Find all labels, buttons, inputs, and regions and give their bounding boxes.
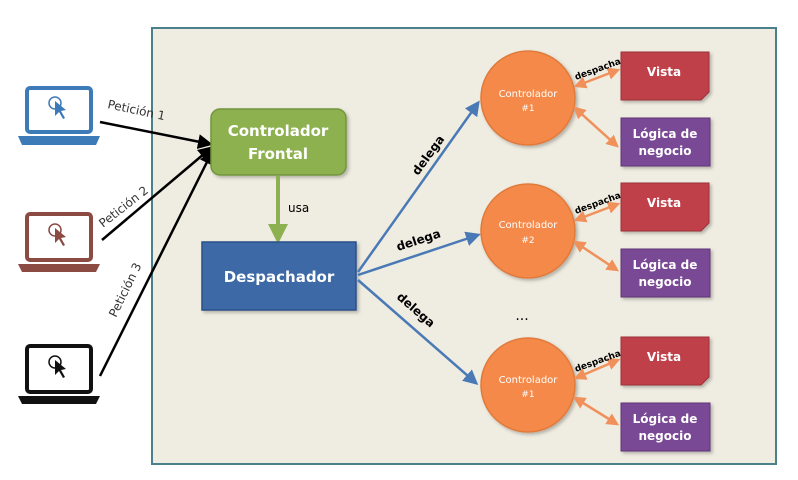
front-controller-label-line1: Controlador bbox=[228, 122, 329, 140]
controller-3-circle bbox=[480, 337, 576, 433]
delegate-arrow-1 bbox=[356, 100, 480, 273]
view-box-3 bbox=[620, 336, 710, 386]
logic-box-2 bbox=[620, 248, 711, 298]
request-arrow-1 bbox=[99, 120, 213, 150]
logic-label-2-line1: Lógica de bbox=[633, 258, 698, 272]
controller-2-label-line1: Controlador bbox=[499, 220, 559, 231]
view-label-1: Vista bbox=[647, 65, 681, 79]
view-box-2 bbox=[620, 182, 710, 232]
dispatch-arrow-3 bbox=[573, 358, 621, 380]
logic-label-3-line1: Lógica de bbox=[633, 412, 698, 426]
logic-label-3-line2: negocio bbox=[639, 429, 692, 443]
logic-arrow-1 bbox=[573, 106, 619, 148]
dispatch-arrow-1 bbox=[573, 67, 621, 89]
request-label-3: Petición 3 bbox=[106, 261, 144, 320]
logic-label-1-line2: negocio bbox=[639, 144, 692, 158]
laptop-icon-2 bbox=[18, 212, 100, 272]
controller-3-label-line1: Controlador bbox=[499, 375, 559, 386]
controller-1-circle bbox=[480, 50, 576, 146]
dispatcher-box bbox=[201, 241, 357, 311]
delegate-arrow-2 bbox=[357, 231, 481, 277]
view-label-2: Vista bbox=[647, 196, 681, 210]
dispatch-arrow-2 bbox=[573, 201, 621, 223]
more-controllers-ellipsis: ... bbox=[515, 308, 528, 324]
controller-1-label-line1: Controlador bbox=[499, 89, 559, 100]
dispatcher-label: Despachador bbox=[224, 268, 335, 286]
controller-3-label-line2: #1 bbox=[521, 390, 534, 400]
laptop-icon-3 bbox=[18, 344, 100, 404]
view-box-1 bbox=[620, 51, 710, 101]
logic-arrow-2 bbox=[572, 240, 620, 272]
logic-box-1 bbox=[620, 117, 711, 167]
controller-1-label-line2: #1 bbox=[521, 104, 534, 114]
logic-box-3 bbox=[620, 402, 711, 452]
logic-label-1-line1: Lógica de bbox=[633, 127, 698, 141]
view-label-3: Vista bbox=[647, 350, 681, 364]
uses-label: usa bbox=[288, 201, 309, 215]
front-controller-box bbox=[210, 108, 347, 176]
laptop-icon-1 bbox=[18, 86, 100, 145]
logic-label-2-line2: negocio bbox=[639, 275, 692, 289]
delegate-arrow-3 bbox=[357, 279, 479, 385]
front-controller-label-line2: Frontal bbox=[248, 145, 308, 163]
controller-2-label-line2: #2 bbox=[521, 236, 534, 246]
logic-arrow-3 bbox=[572, 396, 620, 426]
controller-2-circle bbox=[480, 183, 576, 279]
request-arrow-3 bbox=[98, 149, 214, 377]
request-arrow-2 bbox=[101, 146, 214, 241]
